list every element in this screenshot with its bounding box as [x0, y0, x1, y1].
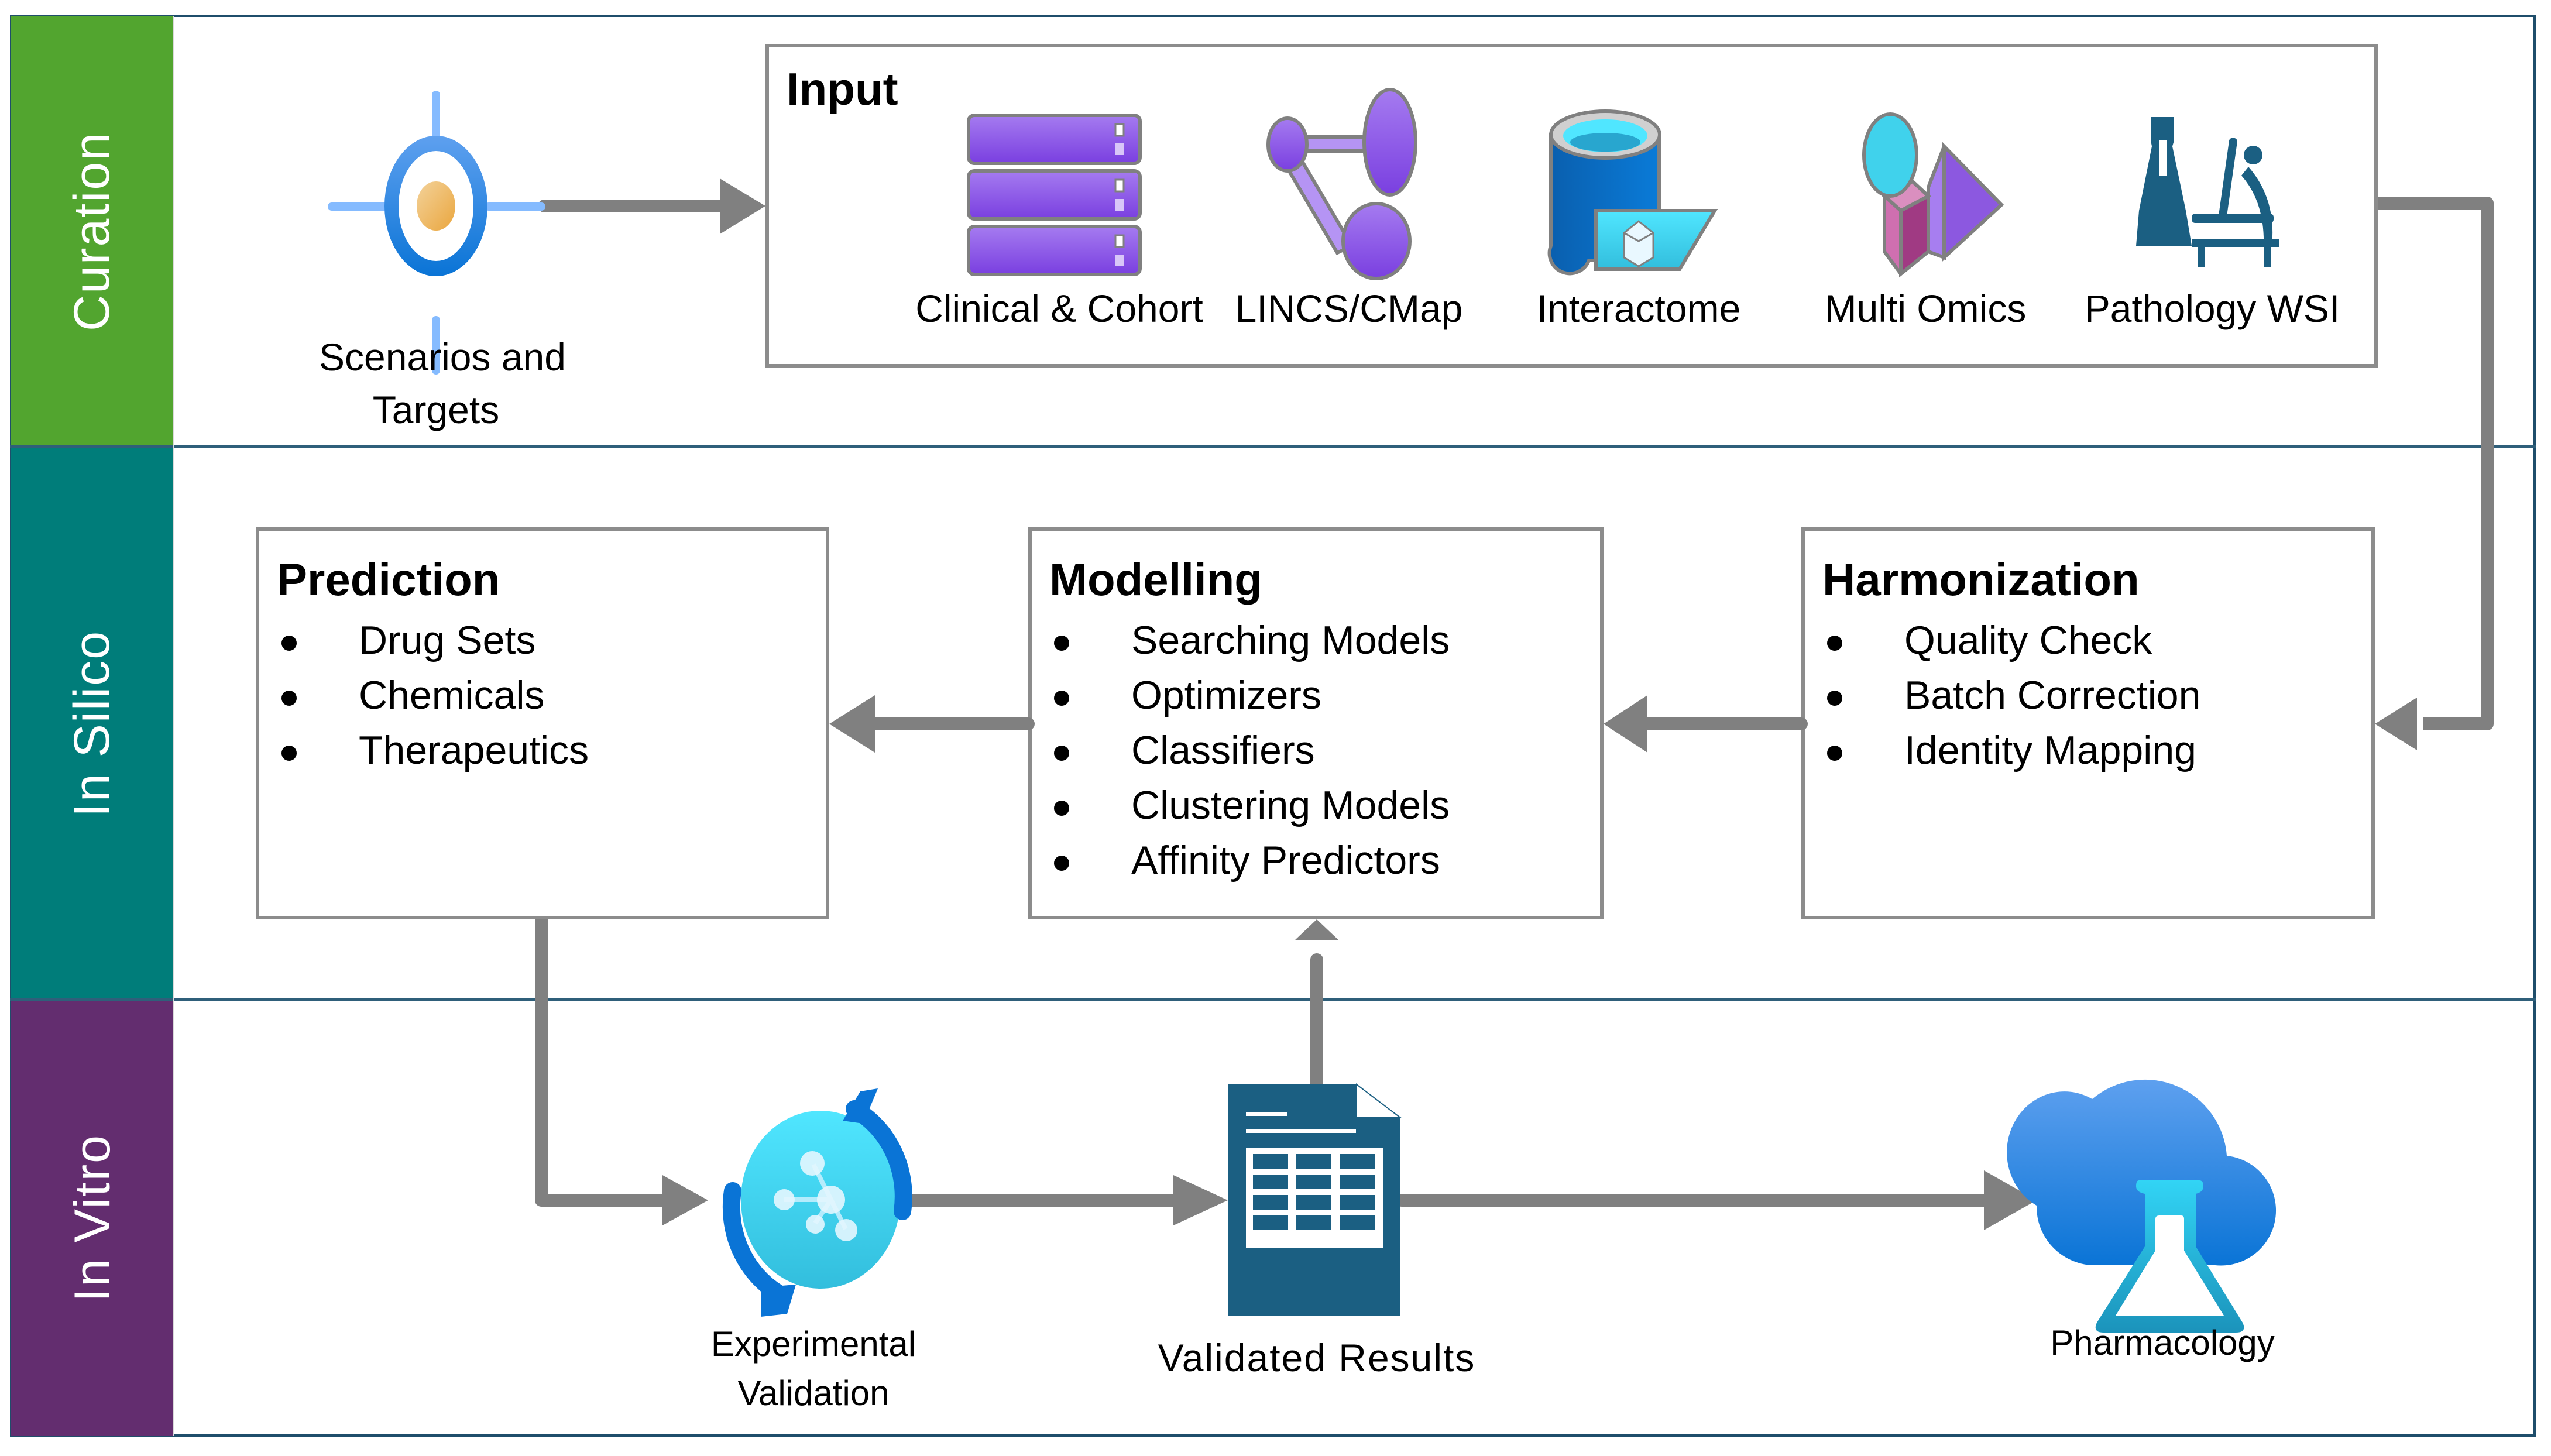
input-source-lincs-cmap: LINCS/CMap [1235, 287, 1463, 330]
network-graph-icon [1266, 88, 1417, 280]
band-divider-insilico-invitro [10, 998, 2536, 1001]
list-item: Batch Correction [1822, 668, 2200, 723]
list-item: Affinity Predictors [1049, 833, 1450, 888]
list-item: Clustering Models [1049, 778, 1450, 833]
lane-in-silico: In Silico [11, 448, 174, 999]
cycle-network-icon [722, 1088, 912, 1317]
lab-microscope-icon [2136, 117, 2279, 267]
data-cylinder-icon [1547, 109, 1718, 276]
arrow-scenarios-to-input [538, 178, 765, 234]
pharmacology-label: Pharmacology [2050, 1323, 2275, 1362]
lane-in-vitro: In Vitro [11, 1000, 174, 1436]
list-item: Quality Check [1822, 613, 2200, 668]
arrow-input-to-harmonization [2375, 197, 2494, 750]
arrow-prediction-to-experimental [535, 919, 708, 1225]
list-item: Identity Mapping [1822, 723, 2200, 778]
spreadsheet-document-icon [1228, 1083, 1402, 1316]
input-source-interactome: Interactome [1536, 287, 1741, 330]
list-item: Chemicals [277, 668, 589, 723]
prediction-box: Prediction Drug Sets Chemicals Therapeut… [256, 527, 829, 919]
modelling-box: Modelling Searching Models Optimizers Cl… [1028, 527, 1604, 919]
target-icon [328, 91, 545, 375]
harmonization-box: Harmonization Quality Check Batch Correc… [1801, 527, 2375, 919]
arrow-experimental-to-validated [901, 1175, 1228, 1225]
cloud-flask-icon [2007, 1079, 2277, 1333]
arrow-validated-to-pharmacology [1395, 1170, 2037, 1230]
input-source-clinical-cohort: Clinical & Cohort [915, 287, 1203, 330]
prediction-list: Drug Sets Chemicals Therapeutics [277, 613, 589, 778]
list-item: Optimizers [1049, 668, 1450, 723]
list-item: Drug Sets [277, 613, 589, 668]
harmonization-list: Quality Check Batch Correction Identity … [1822, 613, 2200, 778]
shapes-icon [1862, 112, 2004, 278]
scenarios-label: Scenarios and Targets [319, 335, 566, 431]
arrow-validated-to-modelling [1295, 919, 1339, 1095]
experimental-validation-label: Experimental Validation [710, 1324, 916, 1413]
arrow-harmonization-to-modelling [1604, 695, 1808, 753]
list-item: Classifiers [1049, 723, 1450, 778]
list-item: Searching Models [1049, 613, 1450, 668]
harmonization-title: Harmonization [1822, 554, 2140, 605]
modelling-title: Modelling [1049, 554, 1262, 605]
modelling-list: Searching Models Optimizers Classifiers … [1049, 613, 1450, 888]
list-item: Therapeutics [277, 723, 589, 778]
input-source-multi-omics: Multi Omics [1824, 287, 2027, 330]
validated-results-label: Validated Results [1158, 1336, 1476, 1379]
lane-column-divider [173, 16, 174, 1436]
database-server-icon [967, 114, 1142, 276]
input-source-pathology-wsi: Pathology WSI [2084, 287, 2340, 330]
arrow-modelling-to-prediction [829, 695, 1035, 753]
prediction-title: Prediction [277, 554, 500, 605]
input-title: Input [787, 63, 898, 115]
band-divider-curation-insilico [10, 445, 2536, 448]
lane-curation: Curation [11, 16, 174, 447]
